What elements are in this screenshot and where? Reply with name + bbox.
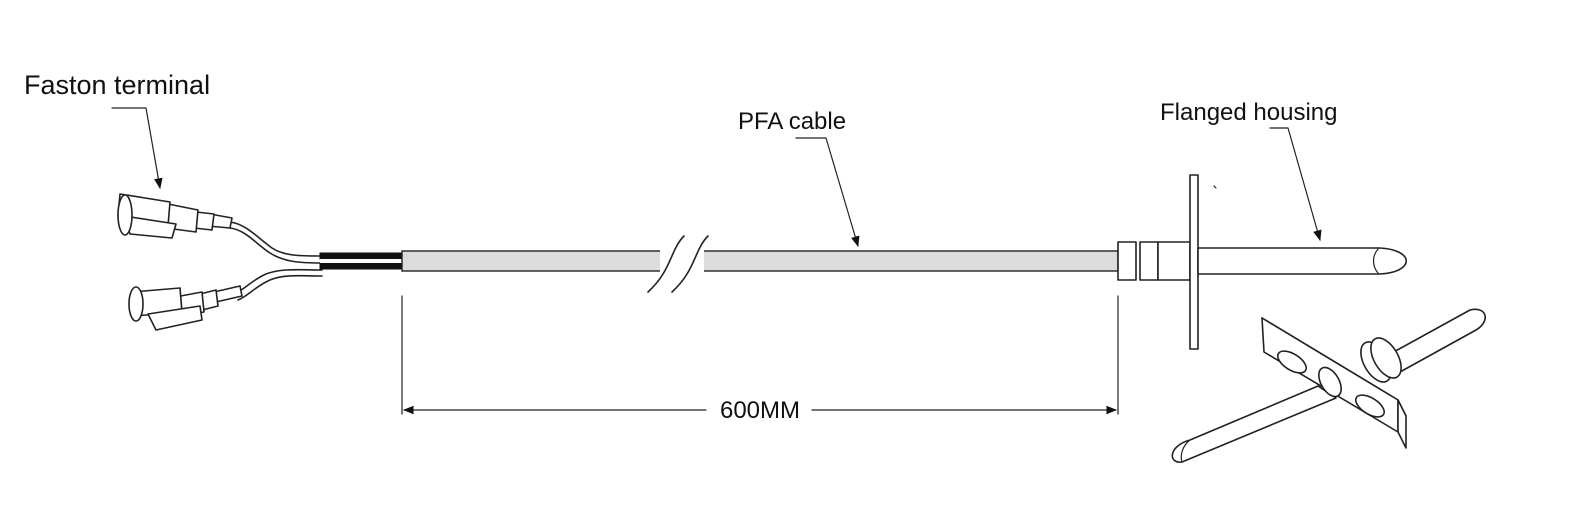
faston-terminal-upper: [117, 193, 323, 264]
leaders: [111, 107, 1322, 248]
flanged-housing-label: Flanged housing: [1160, 99, 1337, 126]
pfa-cable: [401, 235, 1119, 293]
wire-insulation: [319, 252, 403, 270]
flanged-housing-iso: [1171, 308, 1486, 463]
faston-terminal-label: Faston terminal: [24, 70, 210, 100]
dimension-600: 600MM: [401, 295, 1119, 424]
length-label: 600MM: [720, 397, 800, 424]
faston-terminal-lower: [128, 268, 323, 331]
flanged-housing-side: [1117, 174, 1408, 350]
pfa-cable-label: PFA cable: [738, 108, 846, 135]
